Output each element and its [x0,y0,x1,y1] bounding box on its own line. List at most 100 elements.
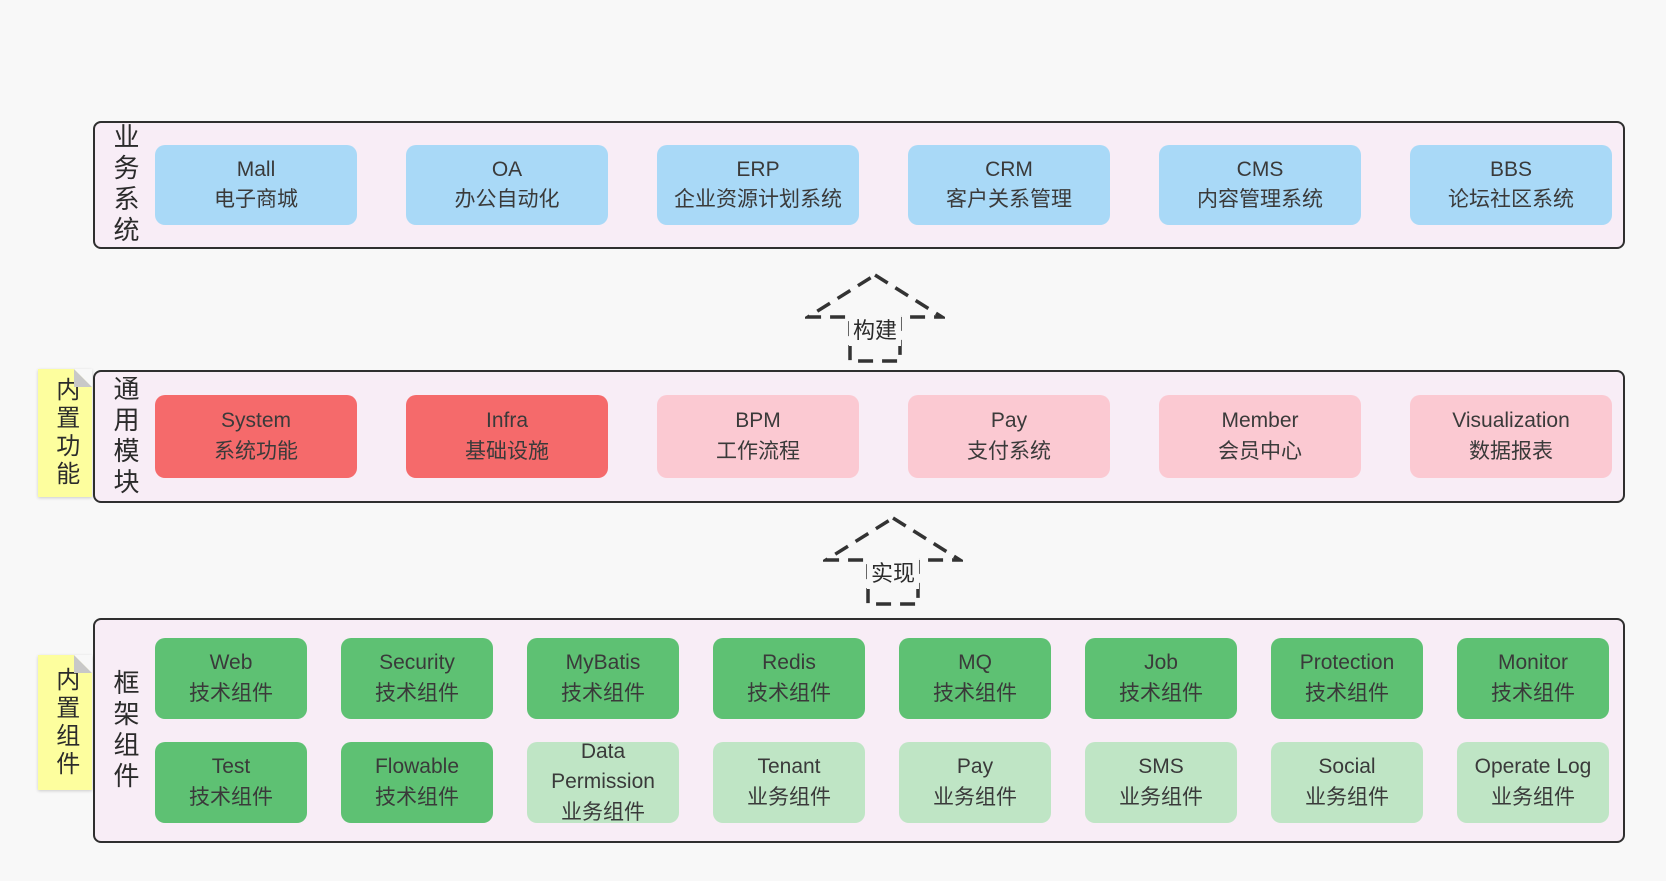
band-label: 通用模块 [110,374,140,499]
module-box-mall: Mall 电子商城 [155,145,357,225]
module-title: Web [209,651,253,675]
module-subtitle: 技术组件 [747,681,831,705]
module-subtitle: 技术组件 [375,785,459,809]
module-title: Tenant [757,755,821,779]
module-title: Monitor [1497,651,1569,675]
module-subtitle: 业务组件 [1305,785,1389,809]
module-title: Infra [485,409,529,433]
module-box-flowable: Flowable 技术组件 [341,742,493,823]
module-box-protection: Protection 技术组件 [1271,638,1423,719]
build-arrow: 构建 [805,272,945,364]
module-title: Mall [236,157,276,181]
module-title: Security [379,651,455,675]
module-title: Visualization [1452,409,1570,433]
module-box-system: System 系统功能 [155,395,357,478]
module-subtitle: 论坛社区系统 [1448,188,1574,211]
sticky-note-built-in-components: 内置组件 [38,655,92,790]
module-title: MyBatis [565,651,641,675]
module-title: Social [1318,755,1376,779]
module-subtitle: 会员中心 [1218,439,1302,463]
module-box-test: Test 技术组件 [155,742,307,823]
module-subtitle: 技术组件 [561,681,645,705]
module-subtitle: 业务组件 [1491,785,1575,809]
module-box-tenant: Tenant 业务组件 [713,742,865,823]
module-title: MQ [958,651,992,675]
folded-corner-icon [74,655,92,673]
module-box-redis: Redis 技术组件 [713,638,865,719]
module-subtitle: 基础设施 [465,439,549,463]
module-subtitle: 技术组件 [189,681,273,705]
module-subtitle: 业务组件 [747,785,831,809]
module-box-erp: ERP 企业资源计划系统 [657,145,859,225]
build-arrow-label: 构建 [848,312,902,346]
module-box-data-permission: Data Permission 业务组件 [527,740,679,824]
module-subtitle: 技术组件 [375,681,459,705]
module-subtitle: 业务组件 [1119,785,1203,809]
module-box-job: Job 技术组件 [1085,638,1237,719]
module-subtitle: 技术组件 [933,681,1017,705]
sticky-note-built-in-features: 内置功能 [38,369,92,497]
module-subtitle: 技术组件 [1491,681,1575,705]
module-title: Redis [762,651,816,675]
module-title: Test [211,755,251,779]
module-box-mybatis: MyBatis 技术组件 [527,638,679,719]
dashed-up-arrow-icon [823,515,963,606]
module-box-infra: Infra 基础设施 [406,395,608,478]
module-subtitle: 业务组件 [561,800,645,824]
module-title: Pay [956,755,994,779]
module-box-bbs: BBS 论坛社区系统 [1410,145,1612,225]
module-box-security: Security 技术组件 [341,638,493,719]
module-box-social: Social 业务组件 [1271,742,1423,823]
module-subtitle: 支付系统 [967,439,1051,463]
module-title: Pay [990,409,1028,433]
module-subtitle: 技术组件 [1305,681,1389,705]
module-box-mq: MQ 技术组件 [899,638,1051,719]
implement-arrow: 实现 [823,515,963,607]
module-box-crm: CRM 客户关系管理 [908,145,1110,225]
band-label: 框架组件 [110,668,140,793]
module-subtitle: 技术组件 [1119,681,1203,705]
module-subtitle: 客户关系管理 [946,188,1072,211]
module-subtitle: 内容管理系统 [1197,188,1323,211]
band-label: 业务系统 [110,123,140,247]
module-box-visualization: Visualization 数据报表 [1410,395,1612,478]
module-subtitle: 数据报表 [1469,439,1553,463]
module-title: BBS [1489,157,1533,181]
module-subtitle: 电子商城 [214,188,298,211]
module-title: Data Permission [551,739,655,794]
module-title: Member [1221,409,1299,433]
module-subtitle: 技术组件 [189,785,273,809]
module-title: ERP [736,157,780,181]
module-title: Operate Log [1474,755,1592,779]
module-title: Job [1144,651,1178,675]
module-box-pay: Pay 支付系统 [908,395,1110,478]
module-subtitle: 企业资源计划系统 [674,188,842,211]
module-title: System [220,409,291,433]
dashed-up-arrow-icon [805,272,945,363]
module-title: Flowable [374,755,460,779]
folded-corner-icon [74,369,92,387]
implement-arrow-label: 实现 [866,555,920,589]
module-box-operate-log: Operate Log 业务组件 [1457,742,1609,823]
module-box-monitor: Monitor 技术组件 [1457,638,1609,719]
module-title: CRM [985,157,1033,181]
module-box-member: Member 会员中心 [1159,395,1361,478]
sticky-label: 内置组件 [51,666,79,779]
module-subtitle: 系统功能 [214,439,298,463]
module-title: Protection [1299,651,1395,675]
